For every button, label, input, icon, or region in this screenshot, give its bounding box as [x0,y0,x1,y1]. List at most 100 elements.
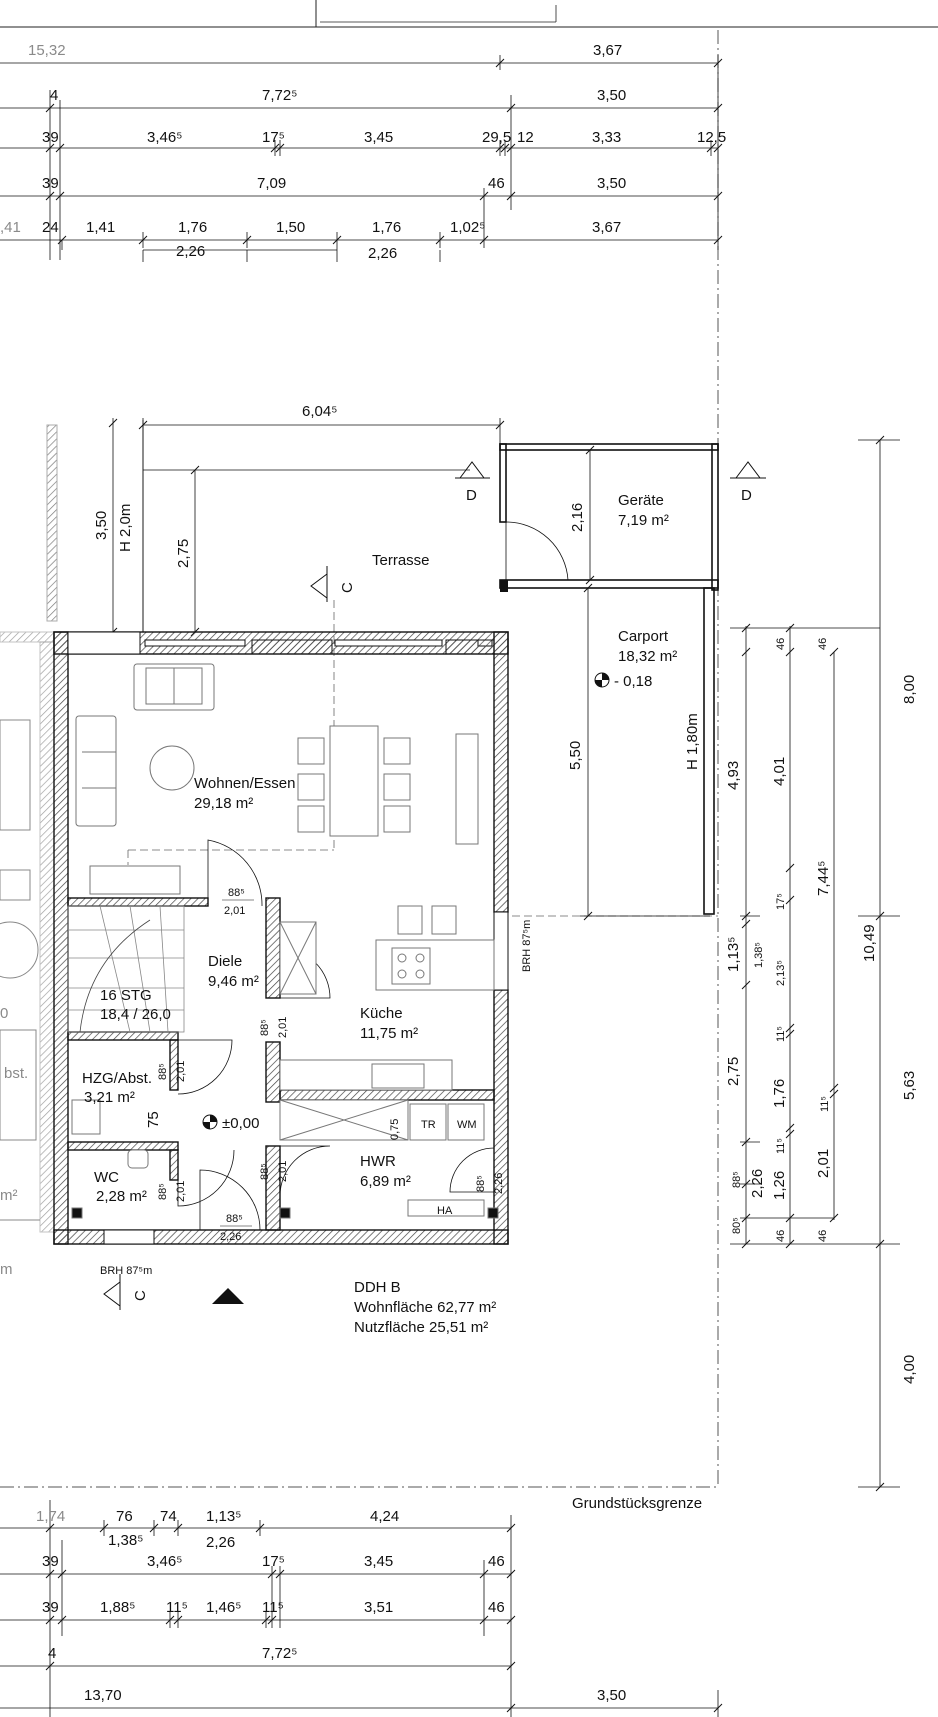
brh-right: BRH 87⁵m [521,920,533,972]
door-wohn-bottom: 2,01 [224,905,245,917]
section-d-left-label: D [466,487,477,504]
dim-right-2-4: 11⁵ [775,1026,787,1042]
dim-bottom-2-1: 3,46⁵ [147,1553,182,1570]
terrace-width-dim: 6,04⁵ [302,403,337,420]
section-c-bottom-label: C [132,1290,149,1301]
door-hwr-top: 88⁵ [259,1163,271,1180]
dim-bottom-5-1: 3,50 [597,1687,626,1704]
dim-top-3-1: 3,46⁵ [147,129,182,146]
section-marker-c-bottom: C [103,1274,149,1310]
dim-right-3-2: 2,01 [815,1149,832,1178]
section-d-right-label: D [741,487,752,504]
dim-bottom-3-0: 39 [42,1599,59,1616]
bottom-dimension-labels: 1,74 76 74 1,13⁵ 4,24 1,38⁵ 2,26 39 3,46… [36,1508,626,1704]
room-kueche-name: Küche [360,1005,403,1022]
room-wc-area: 2,28 m² [96,1188,147,1205]
geraete-area: 7,19 m² [618,512,669,529]
dim-right-3-0: 7,44⁵ [815,861,832,896]
dim-bottom-1-4: 4,24 [370,1508,399,1525]
dim-top-5-1: 24 [42,219,59,236]
dim-right-2-7: 2,26 [749,1169,766,1198]
dim-top-5b-1: 2,26 [368,245,397,262]
dim-right-1-7: 46 [775,1230,787,1242]
level-marker-icon [594,672,610,688]
room-hwr-name: HWR [360,1153,396,1170]
dim-bottom-2-4: 46 [488,1553,505,1570]
dim-top-3-0: 39 [42,129,59,146]
dim-bottom-1-0: 1,74 [36,1508,65,1525]
door-diele-bottom: 2,01 [277,1017,289,1038]
dim-top-5-5: 1,76 [372,219,401,236]
dim-right-2-0: 46 [817,638,829,650]
dim-bottom-4-1: 7,72⁵ [262,1645,297,1662]
dim-top-4-2: 46 [488,175,505,192]
door-wc-top: 88⁵ [157,1183,169,1200]
summary-title: DDH B [354,1279,401,1296]
house-outer-walls [53,631,509,1245]
room-hzg-name: HZG/Abst. [82,1070,152,1087]
fixture-tr: TR [421,1119,436,1131]
property-boundary [0,30,719,1488]
dim-top-4-3: 3,50 [597,175,626,192]
terrace-height-dim-2: 2,75 [175,539,192,568]
dim-bottom-2-3: 3,45 [364,1553,393,1570]
door-entrance-top: 88⁵ [226,1213,243,1225]
room-diele-area: 9,46 m² [208,973,259,990]
dim-right-4-3: 4,00 [901,1355,918,1384]
dim-bottom-1-1: 76 [116,1508,133,1525]
dim-top-1-1: 3,67 [593,42,622,59]
fixture-ha: HA [437,1205,453,1217]
dim-right-1-4: 2,75 [725,1057,742,1086]
dim-top-5b-0: 2,26 [176,243,205,260]
terrace-dimensions [112,418,501,632]
dim-right-2-3: 2,13⁵ [775,960,787,986]
dim-top-3-5: 12 [517,129,534,146]
carport-wall-height: H 1,80m [684,713,701,770]
dim-top-4-1: 7,09 [257,175,286,192]
dim-right-2-5: 1,76 [771,1079,788,1108]
level-zero-icon [202,1114,218,1130]
right-dimension-labels: 46 4,93 17⁵ 1,13⁵ 2,75 88⁵ 80⁵ 46 46 4,0… [725,638,918,1384]
dim-bottom-4-0: 4 [48,1645,56,1662]
boundary-label: Grundstücksgrenze [572,1495,702,1512]
furniture [71,663,499,1219]
geraete-name: Geräte [618,492,664,509]
dim-top-5-0: ,41 [0,219,21,236]
dim-bottom-1b-1: 2,26 [206,1534,235,1551]
staircase [67,905,185,1033]
dim-right-2-8: 1,26 [771,1171,788,1200]
dim-right-2-9: 46 [817,1230,829,1242]
summary-wohnflaeche: Wohnfläche 62,77 m² [354,1299,496,1316]
room-wohnen-area: 29,18 m² [194,795,253,812]
terrace-label: Terrasse [372,552,430,569]
summary-nutzflaeche: Nutzfläche 25,51 m² [354,1319,488,1336]
door-hwr-bottom: 2,01 [277,1161,289,1182]
dim-bottom-3-4: 11⁵ [262,1599,284,1616]
dim-right-4-2: 5,63 [901,1071,918,1100]
door-dimension-labels: 88⁵ 2,01 88⁵ 2,01 88⁵ 2,01 88⁵ 2,01 88⁵ … [145,887,505,1243]
dim-bottom-5-0: 13,70 [84,1687,122,1704]
door-wc-bottom: 2,01 [175,1181,187,1202]
stair-ratio: 18,4 / 26,0 [100,1006,171,1023]
doors [177,839,495,1231]
door-hzg-bottom: 2,01 [175,1061,187,1082]
carport-level: - 0,18 [614,673,652,690]
top-dimension-labels: 15,32 3,67 4 7,72⁵ 3,50 39 3,46⁵ 17⁵ 3,4… [0,42,726,262]
dim-top-3-4: 29,5 [482,129,511,146]
dim-top-5-4: 1,50 [276,219,305,236]
title-block [0,0,938,28]
dim-right-2-1: 4,01 [771,757,788,786]
wall-75: 75 [145,1111,162,1128]
room-wc-name: WC [94,1169,119,1186]
dim-bottom-2-0: 39 [42,1553,59,1570]
section-marker-d-right: D [730,461,766,504]
neighbour-fragment-4: m [0,1261,13,1278]
terrace-ticks [108,418,505,637]
dim-right-4-0: 8,00 [901,675,918,704]
door-entrance-bottom: 2,26 [220,1231,241,1243]
entrance-arrow-icon [212,1288,244,1304]
section-marker-d-left: D [455,461,490,504]
geraete-shed [499,443,719,592]
dim-bottom-3-2: 11⁵ [166,1599,188,1616]
